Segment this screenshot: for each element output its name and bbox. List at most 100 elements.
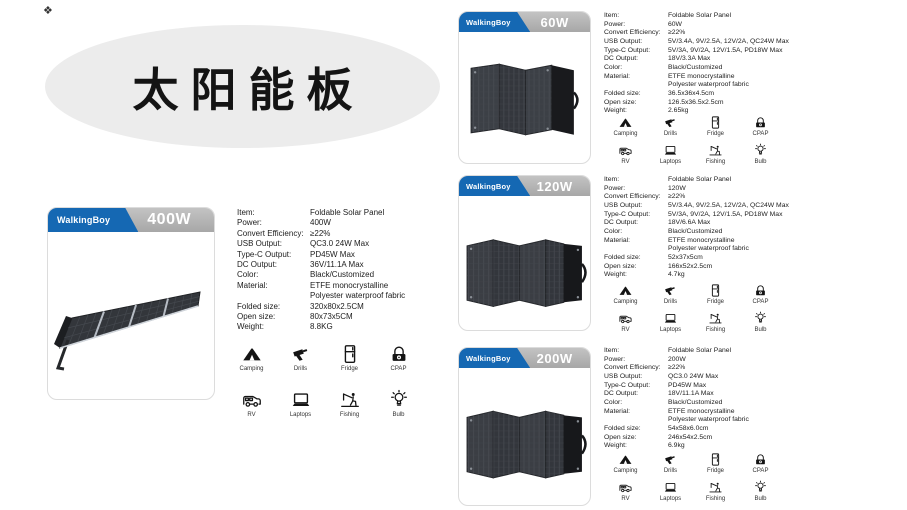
spec-label: Power:	[604, 184, 626, 192]
usage-icon-cell: Fishing	[693, 143, 738, 171]
spec-row: Type-C Output:PD45W Max	[237, 250, 437, 260]
spec-row: Item:Foldable Solar Panel	[604, 347, 799, 356]
spec-label	[237, 291, 310, 301]
spec-label: Convert Efficiency:	[237, 228, 304, 238]
fridge-icon	[339, 343, 361, 365]
spec-label: Color:	[604, 398, 623, 406]
usage-icon-cell: Drills	[648, 115, 693, 143]
fridge-icon	[708, 452, 723, 467]
camping-icon	[618, 283, 633, 298]
spec-row: Polyester waterproof fabric	[604, 81, 799, 90]
spec-label: Type-C Output:	[604, 381, 651, 389]
solar-panel-zigzag-illustration	[466, 410, 587, 479]
spec-label: Power:	[237, 218, 262, 228]
spec-value: Polyester waterproof fabric	[668, 416, 749, 424]
spec-value: ETFE monocrystalline	[668, 407, 735, 415]
spec-row: Material:ETFE monocrystalline	[237, 281, 437, 291]
spec-value: QC3.0 24W Max	[310, 239, 370, 249]
usage-icon-cell: CPAP	[738, 452, 783, 480]
usage-icon-label: Bulb	[392, 412, 405, 418]
spec-label: Open size:	[237, 312, 276, 322]
usage-icon-cell: Laptops	[648, 311, 693, 339]
usage-icon-cell: Fishing	[693, 311, 738, 339]
page-title: 太阳能板	[132, 64, 365, 116]
spec-label: Material:	[604, 236, 631, 244]
usage-icon-cell: Drills	[648, 283, 693, 311]
fridge-icon	[708, 283, 723, 298]
brand-banner: WalkingBoy	[48, 208, 138, 232]
spec-label: DC Output:	[604, 219, 638, 227]
bulb-icon	[388, 389, 410, 411]
spec-row: Material: ETFE monocrystalline	[604, 237, 799, 246]
spec-row: Convert Efficiency:≥22%	[604, 193, 799, 202]
laptop-icon	[663, 480, 678, 495]
brand-banner: WalkingBoy	[459, 348, 530, 368]
spec-row: Type-C Output:5V/3A, 9V/2A, 12V/1.5A, PD…	[604, 47, 799, 56]
solar-panel-standing-illustration	[470, 63, 579, 136]
usage-icon-label: Laptops	[289, 412, 312, 418]
spec-row: Convert Efficiency:≥22%	[237, 229, 437, 239]
cpap-icon	[753, 115, 768, 130]
usage-icon-label: Laptops	[659, 496, 682, 502]
spec-row: Folded size:320x80x2.5CM	[237, 302, 437, 312]
spec-value: Black/Customized	[668, 398, 723, 406]
spec-value: 60W	[668, 20, 682, 28]
spec-value: ETFE monocrystalline	[668, 236, 735, 244]
usage-icon-cell: CPAP	[738, 115, 783, 143]
usage-icon-cell: Fridge	[693, 452, 738, 480]
spec-row: USB Output:5V/3.4A, 9V/2.5A, 12V/2A, QC2…	[604, 202, 799, 211]
usage-icon-cell: Bulb	[738, 311, 783, 339]
spec-label: DC Output:	[604, 390, 638, 398]
card-header: WalkingBoy 60W	[459, 12, 590, 32]
spec-label	[604, 81, 668, 90]
spec-value: 36V/11.1A Max	[310, 260, 364, 270]
usage-icon-cell: Bulb	[374, 389, 423, 435]
solar-panel-zigzag-illustration	[466, 239, 587, 307]
spec-row: DC Output: 18V/11.1A Max	[604, 390, 799, 399]
spec-row: DC Output:18V/3.3A Max	[604, 55, 799, 64]
spec-value: 320x80x2.5CM	[310, 301, 364, 311]
fishing-icon	[708, 311, 723, 326]
spec-label: Folded size:	[604, 424, 641, 432]
spec-label: Power:	[604, 355, 626, 363]
usage-icon-label: CPAP	[752, 299, 769, 305]
spec-row: Open size:126.5x36.5x2.5cm	[604, 99, 799, 108]
spec-row: Convert Efficiency:≥22%	[604, 29, 799, 38]
spec-value: Foldable Solar Panel	[310, 208, 385, 217]
spec-value: Polyester waterproof fabric	[310, 291, 406, 301]
camping-icon	[241, 343, 263, 365]
spec-label: Material:	[604, 407, 631, 415]
product-card: WalkingBoy 120W	[458, 175, 591, 331]
spec-value: 18V/11.1A Max	[668, 390, 714, 398]
usage-icon-cell: Laptops	[648, 143, 693, 171]
usage-icon-label: CPAP	[752, 468, 769, 474]
usage-icon-label: CPAP	[390, 366, 407, 372]
spec-value: 8.8KG	[310, 322, 333, 332]
product-image	[459, 368, 590, 505]
usage-icon-label: Drills	[663, 299, 678, 305]
drill-icon	[663, 283, 678, 298]
spec-label: DC Output:	[237, 260, 278, 270]
page-title-ellipse: 太阳能板	[45, 25, 440, 148]
spec-value: 126.5x36.5x2.5cm	[668, 98, 724, 106]
usage-icon-cell: CPAP	[738, 283, 783, 311]
spec-row: Weight:8.8KG	[237, 322, 437, 332]
usage-icon-label: Fridge	[706, 468, 724, 474]
spec-label: Open size:	[604, 262, 637, 270]
spec-row: USB Output:QC3.0 24W Max	[604, 373, 799, 382]
card-header: WalkingBoy 400W	[48, 208, 214, 232]
spec-label: Color:	[237, 270, 259, 280]
laptop-icon	[663, 311, 678, 326]
usage-icon-label: Fridge	[340, 366, 358, 372]
product-card: WalkingBoy 60W	[458, 11, 591, 164]
spec-label: USB Output:	[237, 239, 282, 249]
usage-icon-cell: RV	[227, 389, 276, 435]
spec-row: Polyester waterproof fabric	[604, 245, 799, 254]
spec-value: 2.65kg	[668, 107, 689, 115]
spec-row: Power:200W	[604, 356, 799, 365]
logo-mark-icon: ❖	[43, 5, 53, 17]
